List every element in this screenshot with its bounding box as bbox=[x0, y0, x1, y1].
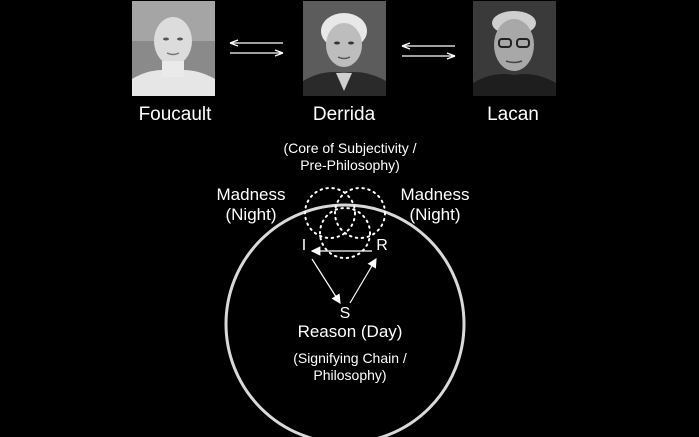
portrait-photo-icon bbox=[303, 1, 386, 96]
foucault-name: Foucault bbox=[138, 104, 212, 125]
reason-circle bbox=[224, 203, 466, 437]
derrida-name: Derrida bbox=[312, 104, 376, 125]
exchange-arrows-derrida-lacan bbox=[401, 42, 456, 60]
borromean-knot bbox=[304, 187, 386, 259]
lacan-portrait bbox=[473, 1, 556, 96]
portrait-photo-icon bbox=[473, 1, 556, 96]
madness-right-label: Madness (Night) bbox=[400, 185, 470, 225]
derrida-portrait bbox=[303, 1, 386, 96]
exchange-arrows-foucault-derrida bbox=[229, 39, 284, 57]
triangle-arrows bbox=[310, 246, 377, 305]
portrait-photo-icon bbox=[132, 1, 215, 96]
reason-day-label: Reason (Day) bbox=[297, 322, 403, 341]
node-i-label: I bbox=[301, 237, 307, 254]
foucault-portrait bbox=[132, 1, 215, 96]
core-subjectivity-label: (Core of Subjectivity / Pre-Philosophy) bbox=[283, 140, 417, 173]
madness-left-label: Madness (Night) bbox=[216, 185, 286, 225]
signifying-chain-label: (Signifying Chain / Philosophy) bbox=[293, 350, 407, 383]
node-s-label: S bbox=[339, 305, 351, 322]
lacan-name: Lacan bbox=[487, 104, 539, 125]
node-r-label: R bbox=[376, 237, 388, 254]
